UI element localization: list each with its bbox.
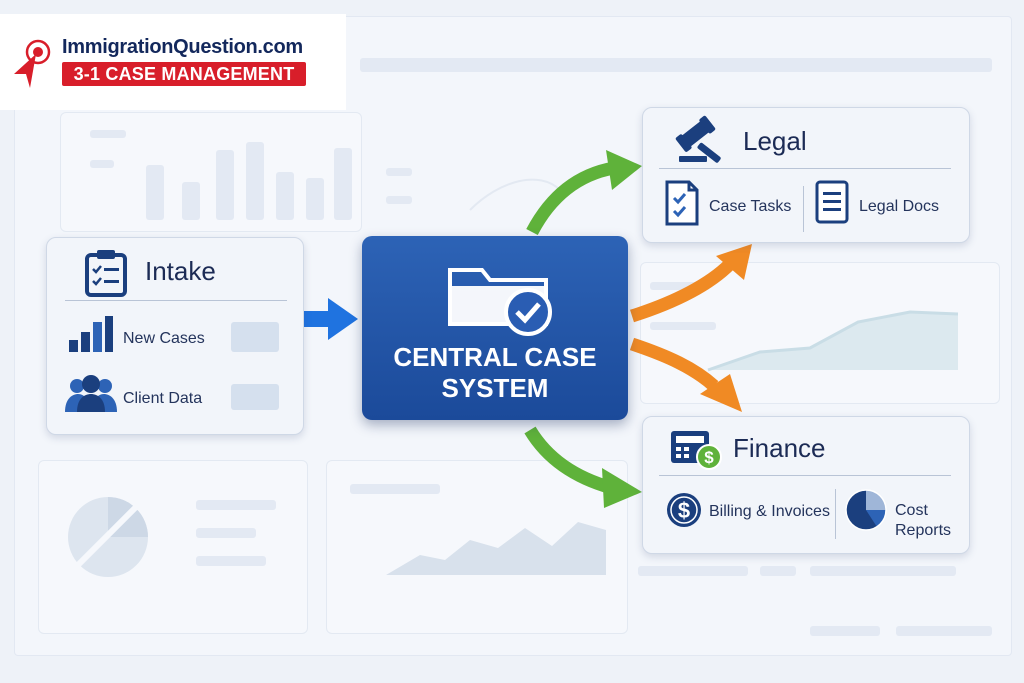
intake-title: Intake: [145, 256, 216, 286]
background-bar: [216, 150, 234, 220]
background-bar: [246, 142, 264, 220]
finance-card[interactable]: $ Finance $ Billing & Invoices Cost Repo…: [642, 416, 970, 554]
background-line: [650, 282, 710, 290]
background-line: [196, 528, 256, 538]
thumbnail-placeholder: [231, 384, 279, 410]
background-line: [386, 168, 412, 176]
calculator-dollar-icon: $: [671, 431, 722, 470]
background-bar: [182, 182, 200, 220]
divider: [835, 489, 836, 539]
document-icon: [815, 180, 849, 224]
clipboard-icon: [85, 250, 127, 297]
divider: [803, 186, 804, 232]
brand-tagline: 3-1 CASE MANAGEMENT: [62, 62, 306, 86]
finance-item-label: Billing & Invoices: [709, 503, 830, 520]
users-icon: [65, 375, 117, 412]
background-bar: [146, 165, 164, 220]
brand-name: ImmigrationQuestion.com: [62, 36, 303, 58]
arrow-central-to-finance-orange: [629, 337, 742, 412]
central-title-line2: SYSTEM: [441, 373, 549, 403]
intake-item-label: Client Data: [123, 390, 203, 407]
background-line: [810, 566, 956, 576]
background-line: [196, 500, 276, 510]
background-line: [810, 626, 880, 636]
legal-card[interactable]: Legal Case Tasks Legal Docs: [642, 107, 970, 243]
legal-item-label: Case Tasks: [709, 198, 792, 215]
gavel-icon: [675, 115, 721, 163]
legal-title: Legal: [743, 126, 807, 156]
finance-title: Finance: [733, 433, 826, 463]
background-line: [90, 160, 114, 168]
background-line: [386, 196, 412, 204]
target-arrow-icon: [14, 39, 51, 88]
legal-item-label: Legal Docs: [859, 198, 940, 215]
bar-chart-icon: [69, 316, 113, 352]
folder-check-icon: [448, 268, 552, 336]
background-line: [760, 566, 796, 576]
divider: [659, 168, 951, 169]
arrow-central-to-legal: [526, 150, 642, 236]
background-bar: [334, 148, 352, 220]
intake-item-label: New Cases: [123, 330, 205, 347]
background-line: [638, 566, 748, 576]
background-bar: [276, 172, 294, 220]
central-title-line1: CENTRAL CASE: [393, 342, 597, 372]
background-line: [196, 556, 266, 566]
svg-text:$: $: [704, 448, 714, 467]
pie-chart-icon: [845, 489, 887, 531]
checklist-icon: [665, 180, 699, 226]
dollar-coin-icon: $: [667, 493, 701, 527]
background-bar: [306, 178, 324, 220]
background-line: [896, 626, 992, 636]
divider: [65, 300, 287, 301]
background-header-bar: [360, 58, 992, 72]
arrow-intake-to-central: [300, 298, 358, 340]
finance-item-label: Cost Reports: [895, 502, 952, 539]
svg-text:$: $: [678, 498, 690, 523]
thumbnail-placeholder: [231, 322, 279, 352]
background-line: [90, 130, 126, 138]
intake-card[interactable]: Intake New Cases Client Data: [46, 237, 304, 435]
divider: [659, 475, 951, 476]
background-line: [650, 322, 716, 330]
arrow-central-to-upper-right: [630, 244, 752, 323]
central-title: CENTRAL CASE SYSTEM: [362, 342, 628, 404]
background-line: [350, 484, 440, 494]
arrow-central-to-finance-green: [524, 426, 642, 508]
central-case-system-card[interactable]: CENTRAL CASE SYSTEM: [362, 236, 628, 420]
